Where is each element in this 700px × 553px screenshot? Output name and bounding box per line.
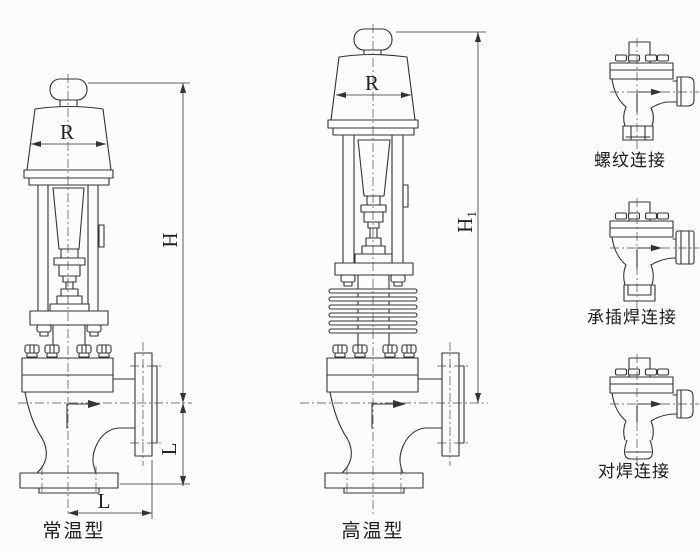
- yoke: [29, 184, 109, 337]
- dim-h-label: H: [158, 232, 182, 247]
- valve-body: [324, 352, 465, 494]
- yoke: [334, 134, 414, 287]
- actuator-cap: [23, 105, 114, 186]
- valve-butt-weld-connection-drawing: [609, 357, 694, 460]
- flow-arrow-butt-weld: [636, 400, 662, 423]
- flow-arrow-socket-weld: [636, 244, 662, 269]
- valve-threaded-connection-drawing: [609, 41, 695, 141]
- caption-socket-weld-connection: 承插焊连接: [587, 308, 677, 327]
- centerlines: [18, 24, 699, 516]
- dim-r-high-label: R: [365, 71, 379, 95]
- caption-high-temp: 高温型: [341, 520, 404, 542]
- bonnet: [21, 324, 114, 393]
- radiator-fins: [328, 288, 418, 334]
- valve-normal-temp-drawing: [19, 78, 158, 494]
- flow-arrow-high-temp: [371, 400, 406, 429]
- dim-r-high: [336, 92, 411, 98]
- dim-r-normal-label: R: [60, 120, 74, 144]
- caption-butt-weld-connection: 对焊连接: [598, 462, 670, 481]
- caption-normal-temp: 常温型: [42, 520, 105, 542]
- dim-l-horizontal: [68, 460, 153, 519]
- flow-arrow-threaded: [636, 88, 662, 113]
- valve-high-temp-drawing: [324, 28, 465, 494]
- dim-h1-label: H1: [453, 211, 479, 233]
- dim-l-horizontal-label: L: [98, 489, 111, 513]
- dim-h1-vertical: [396, 31, 486, 403]
- dim-h-and-l-vertical: [88, 82, 190, 486]
- dim-r-normal: [31, 141, 106, 147]
- bonnet: [326, 344, 419, 393]
- flow-arrow-normal-temp: [66, 400, 101, 429]
- valve-socket-weld-connection-drawing: [609, 201, 695, 302]
- caption-threaded-connection: 螺纹连接: [594, 151, 666, 170]
- dim-l-vertical-label: L: [157, 443, 181, 456]
